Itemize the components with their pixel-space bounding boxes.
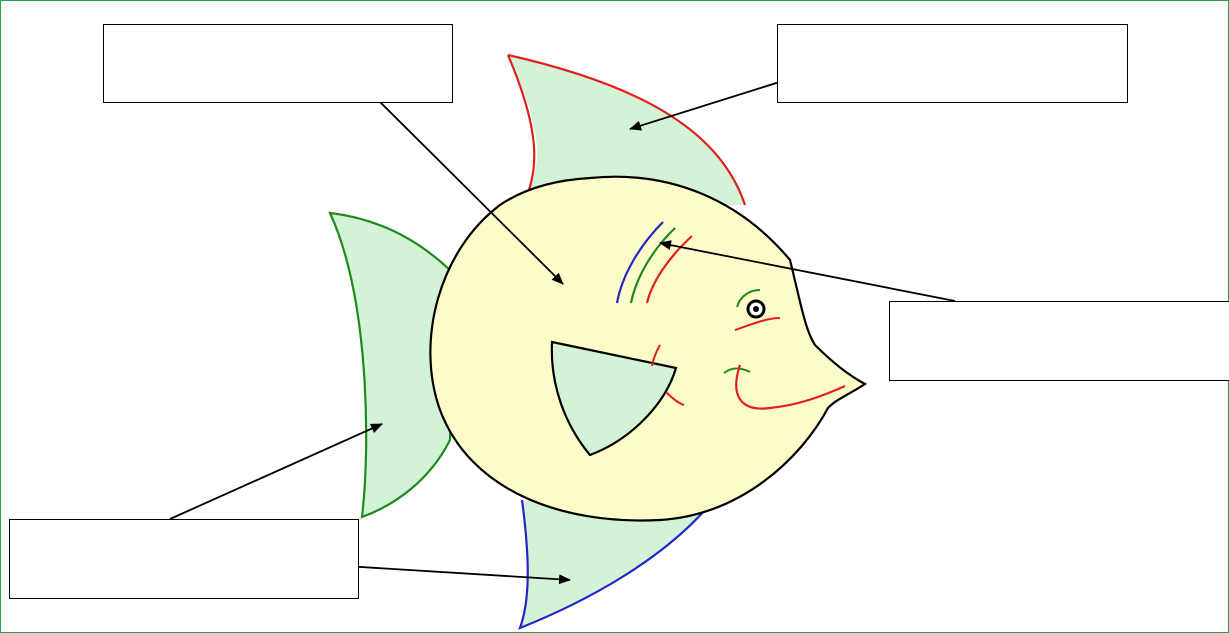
label-box-gills[interactable] <box>889 301 1229 381</box>
label-box-body[interactable] <box>103 24 453 103</box>
fish-body <box>430 177 865 521</box>
label-box-dorsal-fin[interactable] <box>777 24 1128 103</box>
label-box-tail-and-lower-fin[interactable] <box>9 519 359 599</box>
arrow-tail-fin <box>170 424 382 519</box>
